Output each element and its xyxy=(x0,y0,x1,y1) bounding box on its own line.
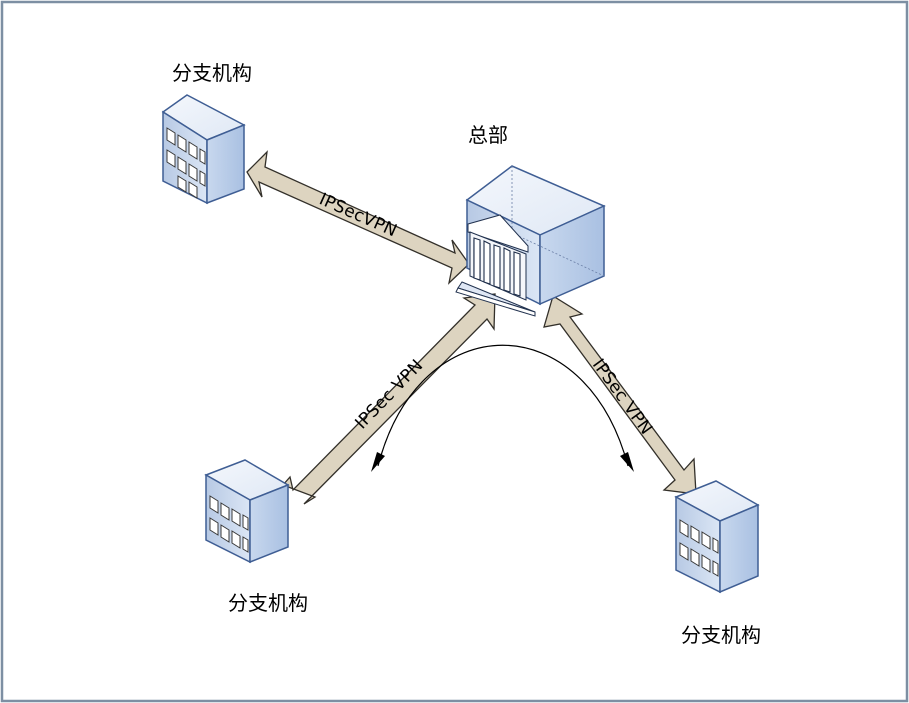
vpn-link-arrow-bottomleft xyxy=(281,293,496,505)
branch-building-icon-right xyxy=(674,480,760,594)
branch-label-topleft: 分支机构 xyxy=(172,61,252,85)
headquarters-icon xyxy=(455,165,606,317)
curve-arrowhead-left xyxy=(371,452,385,472)
branch-interconnect-curve xyxy=(377,344,629,467)
branch-building-icon-topleft xyxy=(161,94,246,205)
branch-label-bottomleft: 分支机构 xyxy=(228,591,308,615)
branch-label-right: 分支机构 xyxy=(681,623,761,647)
branch-building-icon-bottomleft xyxy=(204,459,290,564)
vpn-link-arrow-right xyxy=(543,294,697,495)
curve-arrowhead-right xyxy=(620,452,634,472)
headquarters-label: 总部 xyxy=(468,123,508,147)
